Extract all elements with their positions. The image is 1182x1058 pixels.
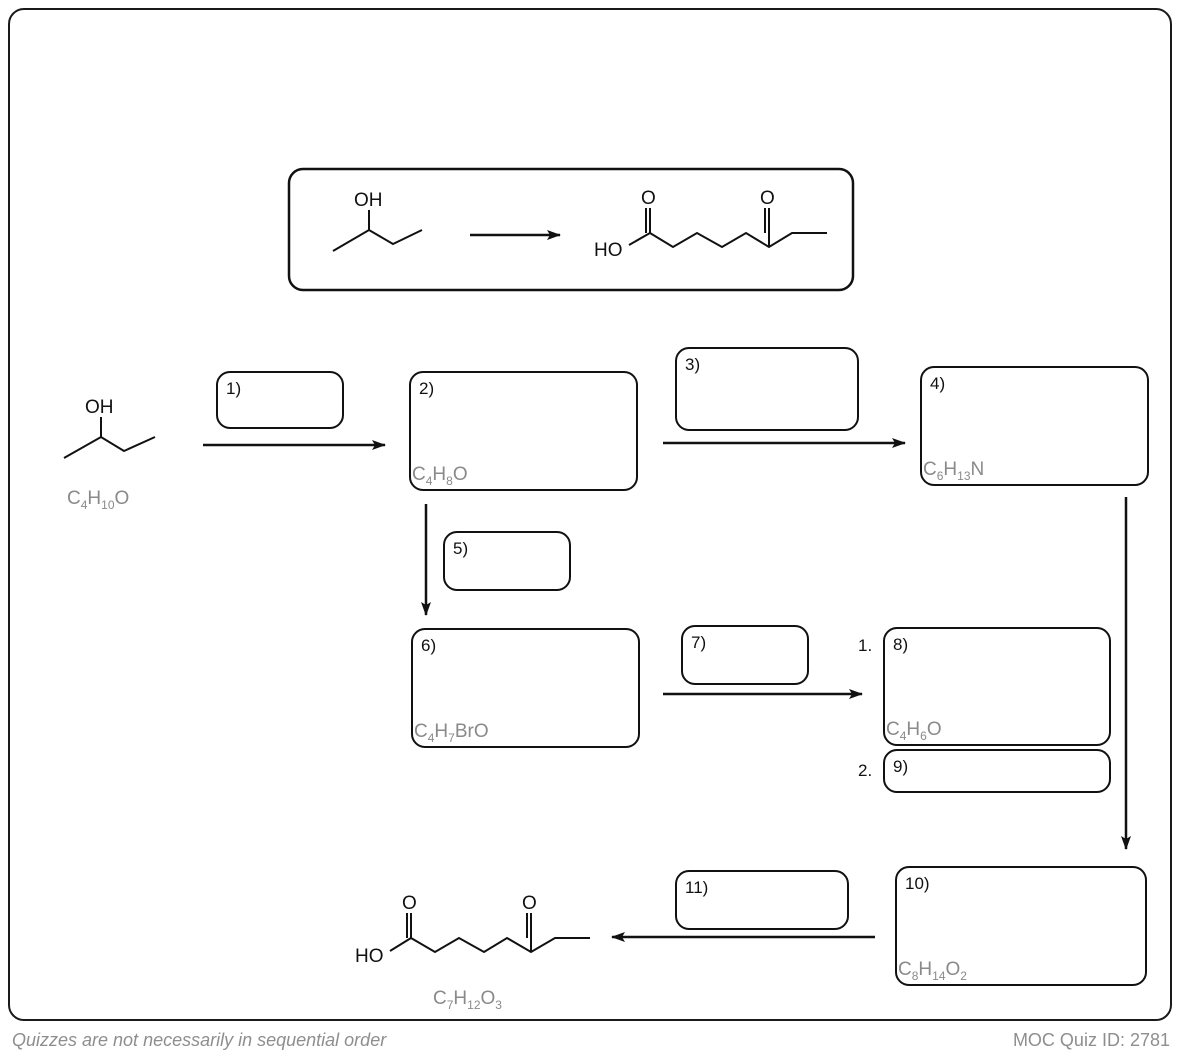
answer-box-9[interactable]: 9) <box>883 749 1111 793</box>
box-label: 10) <box>905 874 930 893</box>
answer-box-10[interactable]: 10) C8H14O2 <box>895 866 1147 986</box>
answer-box-2[interactable]: 2) C4H8O <box>409 371 638 491</box>
start-formula: C4H10O <box>67 488 130 512</box>
product-formula: C7H12O3 <box>433 988 502 1012</box>
box-formula: C4H6O <box>886 719 942 743</box>
product-o2-label: O <box>522 893 537 914</box>
box-label: 2) <box>419 379 435 398</box>
answer-box-11[interactable]: 11) <box>675 870 849 930</box>
box-formula: C4H7BrO <box>414 721 489 745</box>
answer-box-3[interactable]: 3) <box>675 347 859 431</box>
footer-note: Quizzes are not necessarily in sequentia… <box>12 1030 387 1050</box>
box-formula: C4H8O <box>412 464 468 488</box>
box-label: 6) <box>421 636 437 655</box>
overview-product <box>628 208 827 249</box>
box-label: 5) <box>453 539 469 558</box>
start-material-structure <box>63 417 156 459</box>
answer-box-8[interactable]: 8) C4H6O <box>883 627 1111 746</box>
final-product-structure <box>389 913 590 954</box>
box-label: 3) <box>685 355 701 374</box>
overview-oh-label: OH <box>354 190 383 211</box>
product-o1-label: O <box>402 893 417 914</box>
overview-o1-label: O <box>641 188 656 209</box>
start-oh-label: OH <box>85 397 114 418</box>
box-label: 9) <box>893 757 909 776</box>
overview-o2-label: O <box>760 188 775 209</box>
answer-box-5[interactable]: 5) <box>443 531 571 591</box>
quiz-id: MOC Quiz ID: 2781 <box>1012 1030 1170 1050</box>
box-label: 7) <box>691 633 707 652</box>
answer-box-1[interactable]: 1) <box>216 371 344 429</box>
answer-box-7[interactable]: 7) <box>681 625 809 685</box>
box-label: 11) <box>685 878 709 897</box>
answer-box-4[interactable]: 4) C6H13N <box>920 366 1149 486</box>
overview-ho-label: HO <box>594 240 623 261</box>
step-2-label: 2. <box>858 761 873 780</box>
answer-box-6[interactable]: 6) C4H7BrO <box>411 628 640 748</box>
box-formula: C8H14O2 <box>898 959 967 983</box>
box-label: 4) <box>930 374 946 393</box>
box-formula: C6H13N <box>923 459 985 483</box>
overview-starting-material <box>332 210 423 252</box>
box-label: 8) <box>893 635 909 654</box>
box-label: 1) <box>226 379 242 398</box>
quiz-frame <box>8 8 1172 1021</box>
product-ho-label: HO <box>355 946 384 967</box>
overview-box <box>287 167 855 292</box>
step-1-label: 1. <box>858 636 873 655</box>
